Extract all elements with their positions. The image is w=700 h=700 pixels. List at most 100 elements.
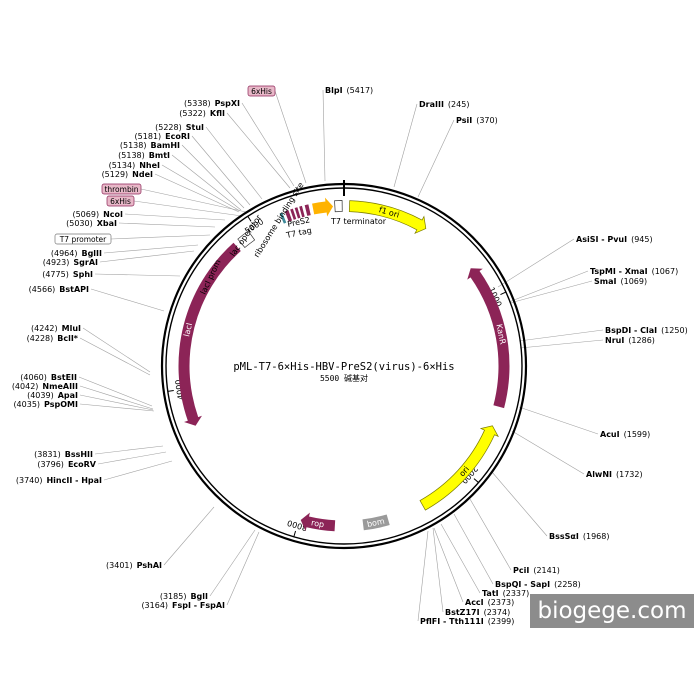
site-position: (5138) <box>120 141 147 150</box>
site-position: (4035) <box>13 400 40 409</box>
site-leader-line <box>94 273 181 277</box>
site-label: (3796)EcoRV <box>37 460 96 469</box>
site-name: SphI <box>73 270 93 279</box>
site-name: TspMI - XmaI <box>590 267 648 276</box>
site-position: (5138) <box>118 151 145 160</box>
site-name: NmeAIII <box>42 382 78 391</box>
site-position: (2373) <box>488 598 515 607</box>
site-position: (1067) <box>652 267 679 276</box>
site-position: (1599) <box>624 430 651 439</box>
site-leader-line <box>519 339 604 349</box>
site-leader-line <box>99 250 195 263</box>
label-box-text: T7 promoter <box>59 235 107 244</box>
site-position: (2399) <box>488 617 515 626</box>
site-position: (945) <box>631 235 653 244</box>
site-label: (4242)MluI <box>31 324 81 333</box>
mcs-block <box>304 204 311 216</box>
site-leader-line <box>103 460 173 481</box>
site-label: TspMI - XmaI (1067) <box>590 267 678 276</box>
feature-t7term <box>334 200 343 213</box>
tag-box <box>106 195 135 207</box>
site-leader-line <box>417 530 429 622</box>
site-name: KflI <box>210 109 225 118</box>
site-position: (5030) <box>66 219 93 228</box>
watermark: biogege.com <box>530 594 694 628</box>
site-position: (4042) <box>12 382 39 391</box>
site-leader-line <box>209 529 256 597</box>
plasmid-size: 5500 碱基对 <box>320 373 368 383</box>
site-label: AcuI (1599) <box>600 430 650 439</box>
tag-box <box>247 85 276 97</box>
site-label: (5181)EcoRI <box>135 132 190 141</box>
site-label: DraIII(245) <box>419 100 469 109</box>
site-position: (5134) <box>109 161 136 170</box>
tag-leader-line <box>274 90 307 184</box>
site-leader-line <box>181 144 245 209</box>
site-leader-line <box>322 89 326 182</box>
site-name: ApaI <box>58 391 78 400</box>
site-name: BssSαI <box>549 532 579 541</box>
site-name: BlpI <box>325 86 343 95</box>
site-label: (5134)NheI <box>109 161 160 170</box>
site-name: AcuI <box>600 430 620 439</box>
site-name: EcoRV <box>68 460 97 469</box>
site-label: BssSαI(1968) <box>549 532 609 541</box>
site-leader-line <box>124 213 226 221</box>
site-leader-line <box>171 154 242 211</box>
site-label: PciI (2141) <box>513 566 560 575</box>
site-name: PciI <box>513 566 529 575</box>
tick-mark <box>473 478 479 483</box>
center-title: pML-T7-6×His-HBV-PreS2(virus)-6×His 5500… <box>233 361 454 383</box>
site-name: BmtI <box>149 151 170 160</box>
site-leader-line <box>79 394 154 411</box>
feature-pres2 <box>312 197 334 217</box>
site-position: (5228) <box>155 123 182 132</box>
mcs-block <box>290 208 297 220</box>
site-name: BspQI - SapI <box>495 580 550 589</box>
site-position: (370) <box>476 116 498 125</box>
site-label: AccI (2373) <box>465 598 514 607</box>
site-name: AccI <box>465 598 484 607</box>
site-label: NruI(1286) <box>605 336 655 345</box>
site-leader-line <box>94 445 164 455</box>
site-position: (1250) <box>661 326 688 335</box>
site-label: (4228)BclI* <box>27 334 79 343</box>
tag-box-label: 6xHis <box>110 197 131 206</box>
site-position: (1069) <box>620 277 647 286</box>
inner-label: T7 terminator <box>330 217 387 226</box>
site-name: BspDI - ClaI <box>605 326 657 335</box>
site-leader-line <box>79 403 155 412</box>
mcs-block <box>294 207 301 219</box>
site-position: (3401) <box>106 561 133 570</box>
site-position: (4964) <box>51 249 78 258</box>
site-leader-line <box>154 173 240 213</box>
site-name: SgrAI <box>73 258 98 267</box>
site-leader-line <box>226 112 291 189</box>
site-label: (4775)SphI <box>42 270 93 279</box>
site-position: (3831) <box>34 450 61 459</box>
site-label: (5129)NdeI <box>102 170 153 179</box>
site-leader-line <box>491 471 548 537</box>
site-position: (5322) <box>179 109 206 118</box>
site-leader-line <box>518 329 604 342</box>
site-position: (5417) <box>347 86 374 95</box>
site-leader-line <box>191 135 251 206</box>
site-position: (3185) <box>160 592 187 601</box>
site-leader-lines <box>78 89 604 622</box>
site-position: (2374) <box>484 608 511 617</box>
site-position: (2258) <box>554 580 581 589</box>
site-name: TatI <box>482 589 499 598</box>
tag-box-label: 6xHis <box>251 87 272 96</box>
site-name: PflFI - Tth111I <box>420 617 484 626</box>
site-label: (3831)BssHII <box>34 450 93 459</box>
site-position: (2141) <box>533 566 560 575</box>
site-name: NruI <box>605 336 624 345</box>
site-label: PflFI - Tth111I (2399) <box>420 617 514 626</box>
tick-mark <box>293 530 297 537</box>
site-name: SmaI <box>594 277 616 286</box>
site-name: DraIII <box>419 100 444 109</box>
site-name: PshAI <box>137 561 162 570</box>
